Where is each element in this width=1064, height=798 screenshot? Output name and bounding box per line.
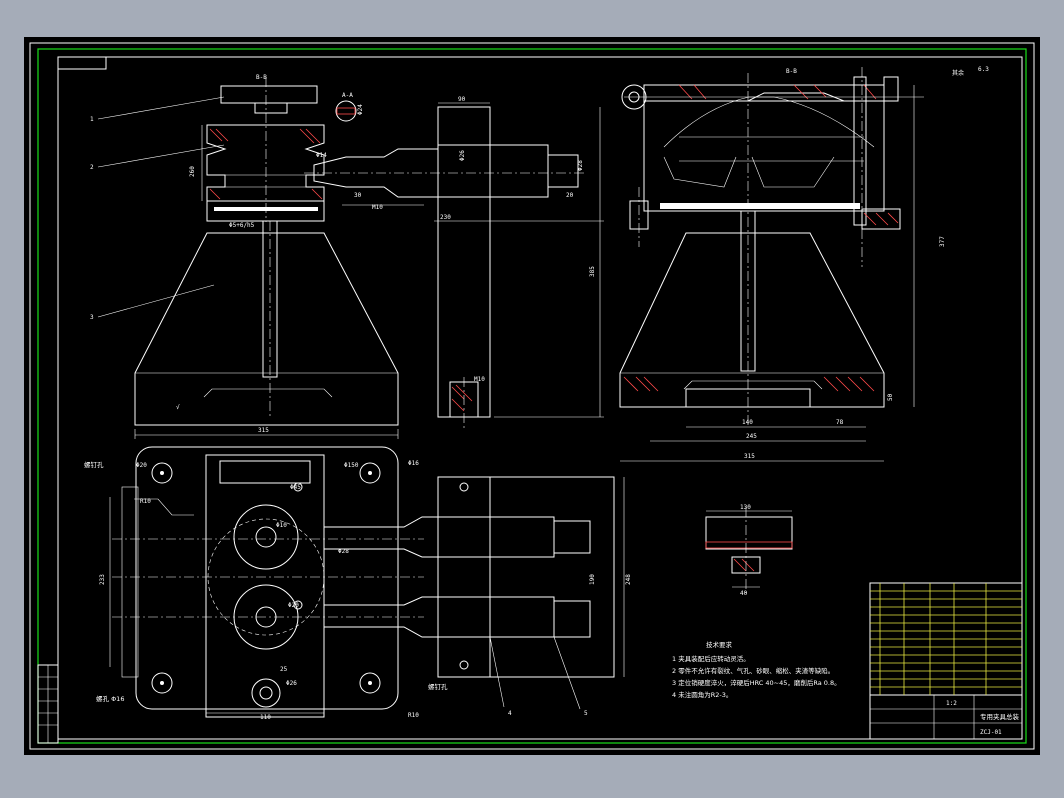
svg-text:螺钉孔: 螺钉孔: [428, 682, 448, 691]
svg-text:Φ28: Φ28: [338, 548, 349, 555]
section-bb: B-B: [256, 74, 267, 81]
corner-tag: [57, 56, 107, 70]
detail-view: 130 40: [705, 504, 793, 597]
svg-text:R10: R10: [140, 498, 151, 505]
revision-strip: [37, 664, 59, 744]
svg-text:Φ20: Φ20: [288, 602, 299, 609]
svg-text:Φ24: Φ24: [357, 104, 364, 115]
fit-label: Φ5+6/h5: [229, 222, 255, 229]
svg-text:4: 4: [508, 710, 512, 717]
svg-text:Φ150: Φ150: [344, 462, 359, 469]
locating-pin: Φ14 30 M10 Φ26 Φ28 20: [304, 144, 584, 211]
svg-text:√: √: [176, 404, 180, 411]
svg-text:110: 110: [260, 714, 271, 721]
side-view: 315 245 140 78 377 50 其余 6.3 B-B: [619, 66, 989, 462]
svg-text:90: 90: [458, 96, 466, 103]
svg-text:245: 245: [746, 433, 757, 440]
outer-frame: [29, 42, 1035, 750]
side-support: 90 M10 230 385: [434, 96, 604, 429]
svg-text:Φ45: Φ45: [290, 484, 301, 491]
svg-text:5: 5: [584, 710, 588, 717]
svg-text:4 未注圆角为R2-3。: 4 未注圆角为R2-3。: [672, 690, 732, 699]
technical-requirements: 技术要求 1 夹具装配后应转动灵活。 2 零件不允许有裂纹、气孔、砂眼、缩松、夹…: [672, 640, 841, 699]
inner-frame: [57, 56, 1023, 740]
assembly-drawing: Φ5+6/h5 √ 315 260 B-B 1 2 3 A-A Φ24: [29, 42, 1035, 750]
callout-1: 1: [90, 116, 94, 123]
svg-text:233: 233: [99, 574, 106, 585]
svg-text:1 夹具装配后应转动灵活。: 1 夹具装配后应转动灵活。: [672, 654, 750, 663]
svg-text:M10: M10: [372, 204, 383, 211]
svg-text:Φ16: Φ16: [408, 460, 419, 467]
svg-text:30: 30: [354, 192, 362, 199]
svg-text:技术要求: 技术要求: [706, 640, 733, 649]
svg-text:190: 190: [589, 574, 596, 585]
top-view: 233 248 190 110 Φ20 Φ16 Φ150 Φ45 Φ10 Φ28…: [84, 446, 632, 721]
svg-text:其余: 其余: [952, 69, 964, 77]
svg-text:248: 248: [625, 574, 632, 585]
svg-text:螺钉孔: 螺钉孔: [84, 460, 104, 469]
svg-text:Φ10: Φ10: [276, 522, 287, 529]
svg-text:78: 78: [836, 419, 844, 426]
svg-text:Φ28: Φ28: [577, 160, 584, 171]
svg-text:Φ26: Φ26: [459, 150, 466, 161]
svg-text:2 零件不允许有裂纹、气孔、砂眼、缩松、夹渣等缺陷。: 2 零件不允许有裂纹、气孔、砂眼、缩松、夹渣等缺陷。: [672, 666, 834, 675]
svg-text:Φ14: Φ14: [316, 152, 327, 159]
svg-text:130: 130: [740, 504, 751, 511]
svg-text:377: 377: [939, 236, 946, 247]
svg-text:R10: R10: [408, 712, 419, 719]
svg-text:140: 140: [742, 419, 753, 426]
title-block: 专用夹具总装 ZCJ-01 1:2: [869, 582, 1023, 740]
dim-260: 260: [189, 166, 196, 177]
svg-text:40: 40: [740, 590, 748, 597]
green-border: [37, 48, 1027, 744]
svg-text:6.3: 6.3: [978, 66, 989, 73]
svg-text:Φ20: Φ20: [136, 462, 147, 469]
svg-text:Φ26: Φ26: [286, 680, 297, 687]
svg-text:B-B: B-B: [786, 68, 797, 75]
svg-text:25: 25: [280, 666, 288, 673]
callout-2: 2: [90, 164, 94, 171]
callout-3: 3: [90, 314, 94, 321]
svg-text:A-A: A-A: [342, 92, 353, 99]
svg-text:315: 315: [744, 453, 755, 460]
front-view: Φ5+6/h5 √ 315 260 B-B 1 2 3: [90, 74, 399, 439]
svg-text:1:2: 1:2: [946, 700, 957, 707]
svg-text:专用夹具总装: 专用夹具总装: [980, 712, 1020, 721]
section-aa: A-A Φ24: [335, 92, 364, 122]
svg-text:50: 50: [887, 393, 894, 401]
svg-text:螺孔 Φ16: 螺孔 Φ16: [96, 694, 124, 703]
svg-text:20: 20: [566, 192, 574, 199]
svg-text:M10: M10: [474, 376, 485, 383]
svg-text:ZCJ-01: ZCJ-01: [980, 729, 1002, 736]
width-dim: 315: [258, 427, 269, 434]
svg-text:230: 230: [440, 214, 451, 221]
drawing-sheet: Φ5+6/h5 √ 315 260 B-B 1 2 3 A-A Φ24: [24, 37, 1040, 755]
svg-text:3 定位销硬度淬火，淬硬后HRC 40~45，磨削后Ra 0: 3 定位销硬度淬火，淬硬后HRC 40~45，磨削后Ra 0.8。: [672, 678, 841, 687]
svg-text:385: 385: [589, 266, 596, 277]
